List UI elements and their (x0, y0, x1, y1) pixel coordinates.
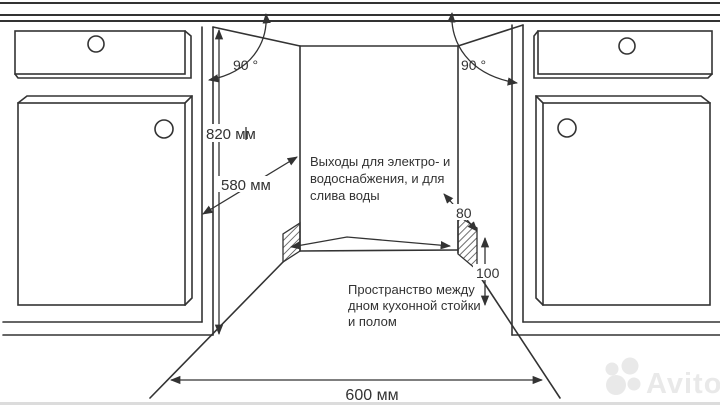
avito-logo-icon (627, 377, 641, 391)
outlets-pointer-arrow (289, 236, 452, 250)
niche-top-left-diagonal (212, 26, 301, 47)
floor-left-diagonal (149, 261, 284, 399)
avito-logo-icon (605, 362, 619, 376)
space-note: Пространство между дном кухонной стойки … (348, 282, 481, 329)
avito-logo-icon (606, 375, 626, 395)
niche-bottom-edge (299, 249, 459, 252)
left-cabinet (2, 26, 214, 336)
left-drawer-bevel (14, 30, 192, 79)
left-angle-label: 90 ° (233, 57, 258, 73)
right-cabinet (511, 24, 720, 336)
right-drawer-bevel (533, 30, 713, 79)
right-door-knob-icon (557, 118, 577, 138)
right-drawer-knob-icon (618, 37, 636, 55)
niche-top-right-diagonal (457, 24, 524, 47)
outlets-note: Выходы для электро- и водоснабжения, и д… (310, 154, 450, 203)
floor-gap-label-bg (473, 264, 503, 280)
width-label: 600 мм (345, 387, 398, 404)
floor-gap-dimension: 100 (473, 236, 503, 307)
left-panel-section-hatch (282, 221, 301, 264)
depth-label: 580 мм (221, 177, 271, 194)
avito-watermark-text: Avito (646, 368, 720, 400)
height-label: 820 мм (206, 126, 256, 143)
right-door-bevel (535, 95, 711, 306)
left-door-bevel (17, 95, 193, 306)
avito-watermark: Avito (605, 357, 720, 400)
avito-logo-icon (621, 357, 639, 375)
angle-marks: 90 ° 90 ° (207, 11, 519, 86)
left-door-front (17, 102, 186, 306)
depth-label-bg (218, 176, 276, 192)
left-door-corner (184, 95, 193, 104)
right-angle-label: 90 ° (461, 57, 486, 73)
depth-dimension: 580 мм (202, 156, 298, 215)
right-door-corner (535, 95, 544, 104)
thickness-label: 80 (456, 205, 472, 221)
height-label-bg (203, 124, 267, 142)
width-dimension: 600 мм (169, 375, 544, 404)
floor-right-diagonal (476, 271, 561, 399)
left-drawer-knob-icon (87, 35, 105, 53)
left-door-knob-icon (154, 119, 174, 139)
countertop-edge-lines (0, 2, 720, 22)
right-panel-section-hatch (457, 214, 478, 272)
thickness-dimension: 80 (443, 193, 478, 232)
right-door-front (542, 102, 711, 306)
right-angle-arc (447, 11, 519, 86)
outlets-note-line1: Выходы для электро- и (310, 154, 450, 169)
space-note-line3: и полом (348, 314, 397, 329)
thickness-label-bg (452, 204, 475, 220)
space-note-line2: дном кухонной стойки (348, 298, 481, 313)
left-drawer-front (14, 30, 186, 75)
outlets-note-line3: слива воды (310, 188, 380, 203)
outlets-note-line2: водоснабжения, и для (310, 171, 444, 186)
right-drawer-front (537, 30, 713, 75)
floor-gap-label: 100 (476, 265, 500, 281)
space-note-line1: Пространство между (348, 282, 475, 297)
niche (149, 24, 561, 399)
